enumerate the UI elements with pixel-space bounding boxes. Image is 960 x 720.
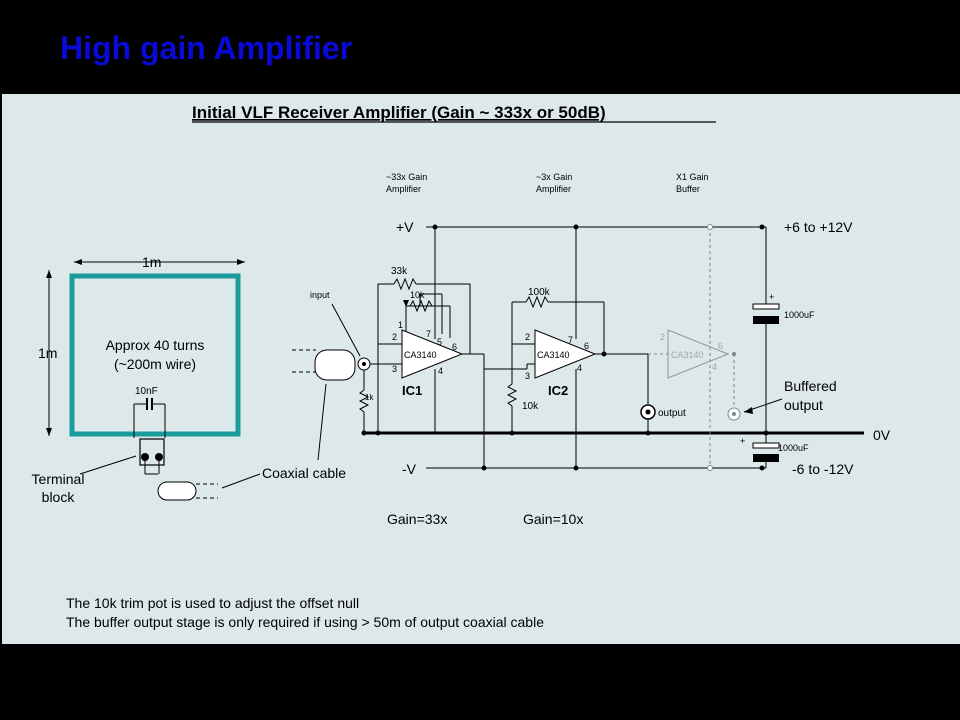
circuit-diagram: Initial VLF Receiver Amplifier (Gain ~ 3… xyxy=(32,103,891,527)
buffer-pin6: 6 xyxy=(718,341,723,351)
note-line-1: The 10k trim pot is used to adjust the o… xyxy=(66,595,360,611)
supply-cap-positive-plus: + xyxy=(769,292,774,302)
ic1-pin2: 2 xyxy=(392,332,397,342)
r-33k-label: 33k xyxy=(391,266,408,277)
ic1-opamp xyxy=(401,329,464,379)
ic1-pin6: 6 xyxy=(452,342,457,352)
ic1-name: IC1 xyxy=(402,383,422,398)
supply-cap-negative-label: 1000uF xyxy=(778,443,809,453)
height-arrow-bottom xyxy=(46,428,52,436)
diagram-panel: Initial VLF Receiver Amplifier (Gain ~ 3… xyxy=(2,94,960,644)
ic1-pin1: 1 xyxy=(398,320,403,330)
turns-label-line1: Approx 40 turns xyxy=(106,337,205,353)
buffered-output-label-line2: output xyxy=(784,397,823,413)
input-pointer xyxy=(331,303,361,357)
gain-stage2-label: Gain=10x xyxy=(523,511,583,527)
stage3-label-line2: Buffer xyxy=(676,184,700,194)
supply-cap-negative-base xyxy=(753,454,779,462)
output-label: output xyxy=(658,408,686,419)
ic1-pin7: 7 xyxy=(426,329,431,339)
loop-antenna xyxy=(69,273,241,437)
coax-pointer-top xyxy=(317,383,327,461)
terminal-label-line1: Terminal xyxy=(32,471,85,487)
pos-rail-label: +V xyxy=(396,219,414,235)
supply-cap-positive-plate xyxy=(752,303,780,310)
notes: The 10k trim pot is used to adjust the o… xyxy=(66,594,544,632)
height-arrow-top xyxy=(46,270,52,278)
slide-title: High gain Amplifier xyxy=(60,30,353,66)
ic1-pin3: 3 xyxy=(392,364,397,374)
stage1-label-line2: Amplifier xyxy=(386,184,421,194)
buffer-opamp xyxy=(667,329,730,379)
neg-rail-label: -V xyxy=(402,461,417,477)
buffer-part: CA3140 xyxy=(671,350,704,360)
supply-cap-negative-plate xyxy=(752,442,780,449)
loop-coax-body xyxy=(157,481,197,501)
turns-label-line2: (~200m wire) xyxy=(114,356,196,372)
input-coax-body xyxy=(314,349,356,381)
terminal-label-line2: block xyxy=(42,489,76,505)
supply-cap-positive-label: 1000uF xyxy=(784,310,815,320)
diagram-title: Initial VLF Receiver Amplifier (Gain ~ 3… xyxy=(192,103,606,122)
r-1k-label: 1k xyxy=(365,393,374,402)
stage2-label-line2: Amplifier xyxy=(536,184,571,194)
note-line-2: The buffer output stage is only required… xyxy=(66,614,544,630)
ic2-pin4: 4 xyxy=(577,363,582,373)
ic2-opamp xyxy=(534,329,597,379)
loop-cap-label: 10nF xyxy=(135,386,158,397)
width-arrow-left xyxy=(74,259,82,265)
ic1-pin5: 5 xyxy=(437,337,442,347)
ic2-pin2: 2 xyxy=(525,332,530,342)
height-label: 1m xyxy=(38,345,57,361)
ic2-name: IC2 xyxy=(548,383,568,398)
width-arrow-right xyxy=(237,259,245,265)
ic2-part: CA3140 xyxy=(537,350,570,360)
ic2-pin6: 6 xyxy=(584,341,589,351)
terminal-block xyxy=(139,438,165,466)
width-label: 1m xyxy=(142,254,161,270)
buffered-output-label-line1: Buffered xyxy=(784,378,837,394)
input-label: input xyxy=(310,290,330,300)
buffer-pin4: 4 xyxy=(712,362,717,372)
loop-capacitor xyxy=(133,398,166,438)
terminal-pointer xyxy=(79,455,137,475)
pos-supply-label: +6 to +12V xyxy=(784,219,853,235)
supply-cap-positive-base xyxy=(753,316,779,324)
gain-stage1-label: Gain=33x xyxy=(387,511,447,527)
stage1-label-line1: ~33x Gain xyxy=(386,172,427,182)
buffer-pin2: 2 xyxy=(660,332,665,342)
supply-cap-negative-plus: + xyxy=(740,436,745,446)
ic1-pin4: 4 xyxy=(438,366,443,376)
stage2-label-line1: ~3x Gain xyxy=(536,172,572,182)
r-10k-label: 10k xyxy=(522,401,539,412)
ic2-pin3: 3 xyxy=(525,371,530,381)
stage3-label-line1: X1 Gain xyxy=(676,172,709,182)
ground-label: 0V xyxy=(873,427,891,443)
pot-10k-label: 10k xyxy=(410,290,425,300)
coax-pointer-bottom xyxy=(221,473,261,489)
ic2-pin7: 7 xyxy=(568,335,573,345)
ic1-part: CA3140 xyxy=(404,350,437,360)
coax-label: Coaxial cable xyxy=(262,465,346,481)
neg-supply-label: -6 to -12V xyxy=(792,461,854,477)
r-100k-label: 100k xyxy=(528,287,551,298)
